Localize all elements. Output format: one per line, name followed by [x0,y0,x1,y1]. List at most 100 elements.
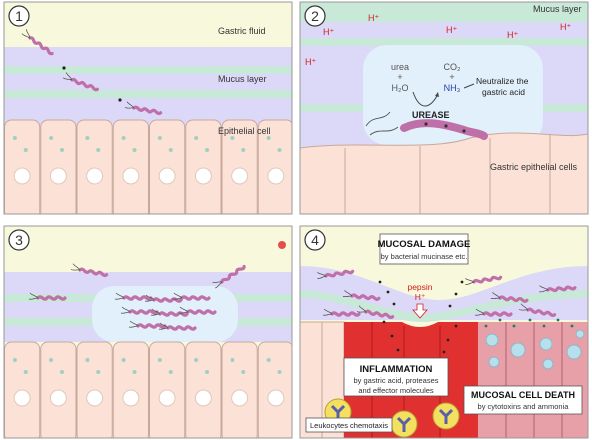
panel-1-number: 1 [15,8,23,24]
inflammation-subtitle: by gastric acid, proteases [353,376,438,385]
granule [85,358,90,362]
granule [168,148,173,152]
co2-label: CO₂ [444,62,462,72]
cell-death-subtitle: by cytotoxins and ammonia [478,402,570,411]
mucus-band [4,66,292,74]
vacuole [566,344,582,360]
cell-nucleus [194,167,212,185]
epithelial-cell [185,119,222,214]
cell-nucleus [194,389,212,407]
panel-4-number: 4 [311,232,319,248]
mucosal-damage-subtitle: by bacterial mucinase etc. [381,252,468,261]
gastric-fluid-label: Gastric fluid [218,26,266,36]
panel-1: Gastric fluid Mucus layer Epithelial cel… [4,2,292,214]
mucus-band [300,2,588,22]
ammonia-label: NH₃ [444,83,461,93]
mucus-band [300,38,588,46]
cell-death-box [463,385,583,415]
inflammation-title: INFLAMMATION [360,364,433,375]
mucus-band [4,90,292,98]
granule [96,148,101,152]
epithelial-cells [4,341,292,438]
granule [12,358,17,362]
granule [157,136,162,140]
vacuole [542,358,554,370]
cell-death-title: MUCOSAL CELL DEATH [471,390,575,400]
cell-nucleus [231,389,249,407]
granule [241,148,246,152]
urea-label: urea [391,62,409,72]
vacuole [539,337,553,351]
cell-nucleus [13,389,31,407]
epithelial-cell [76,119,113,214]
mucus-band [300,290,588,322]
cell-nucleus [13,167,31,185]
neutralize-arrow [463,83,475,89]
proton-h: H⁺ [507,30,518,40]
granule [194,358,199,362]
dot [62,66,66,70]
proton-h: H⁺ [323,27,334,37]
antibody-icon [396,416,412,432]
epithelial-cells [4,119,292,214]
granule [96,370,101,374]
panel-4-border [299,225,589,439]
granule [49,358,54,362]
epithelial-cell [149,119,186,214]
inflammation-box [343,357,449,397]
cell-nucleus [267,389,285,407]
mucosal-damage-title: MUCOSAL DAMAGE [378,239,471,250]
dot [444,124,448,128]
panel-2-number: 2 [311,8,319,24]
cell-nucleus [158,167,176,185]
granule [60,370,64,374]
panel-3-border [3,225,293,439]
cell-nucleus [231,167,249,185]
granule [121,358,126,362]
panel-3-number: 3 [15,232,23,248]
cell-walls [344,134,551,214]
cell-nucleus [86,389,104,407]
granule [23,148,28,152]
proton-h: H⁺ [305,57,316,67]
cell-nucleus [49,389,67,407]
ammonia-dots [484,318,574,328]
cell-nucleus [122,167,140,185]
proton-h: H⁺ [560,22,571,32]
flagella [365,111,399,136]
mucosal-damage-box [379,233,469,265]
panel-2: H⁺ H⁺ H⁺ H⁺ H⁺ H⁺ urea + H₂O CO₂ + NH₃ N… [300,2,588,214]
vacuole [485,333,499,347]
granule [205,148,209,152]
cell-nucleus [86,167,104,185]
panel-2-border [299,1,589,215]
epithelium-label: Gastric epithelial cells [490,162,578,172]
granule [230,136,235,140]
epithelial-cell [257,119,292,214]
red-marker [278,241,286,249]
granule [23,370,28,374]
vacuole [510,342,526,358]
inflammation-subtitle-2: and effector molecules [358,386,434,395]
panel-4-badge [304,229,326,251]
leukocytes-label: Leukocytes chemotaxis [310,421,388,430]
epithelial-cell [221,119,258,214]
mucus-region [4,47,292,127]
granule [230,358,235,362]
granule [194,136,199,140]
dot [424,122,428,126]
granule [157,358,162,362]
epithelial-cell [40,119,77,214]
pepsin-label: pepsin [407,282,432,292]
granule [205,370,209,374]
panel-1-badge [8,5,30,27]
cell-nucleus [49,167,67,185]
granule [60,148,64,152]
granule [168,370,173,374]
urease-halo [363,45,543,145]
proton-label: H⁺ [415,292,426,302]
cell-nucleus [122,389,140,407]
granule [121,136,126,140]
down-arrow [412,303,428,319]
gastric-epithelium [300,132,588,214]
